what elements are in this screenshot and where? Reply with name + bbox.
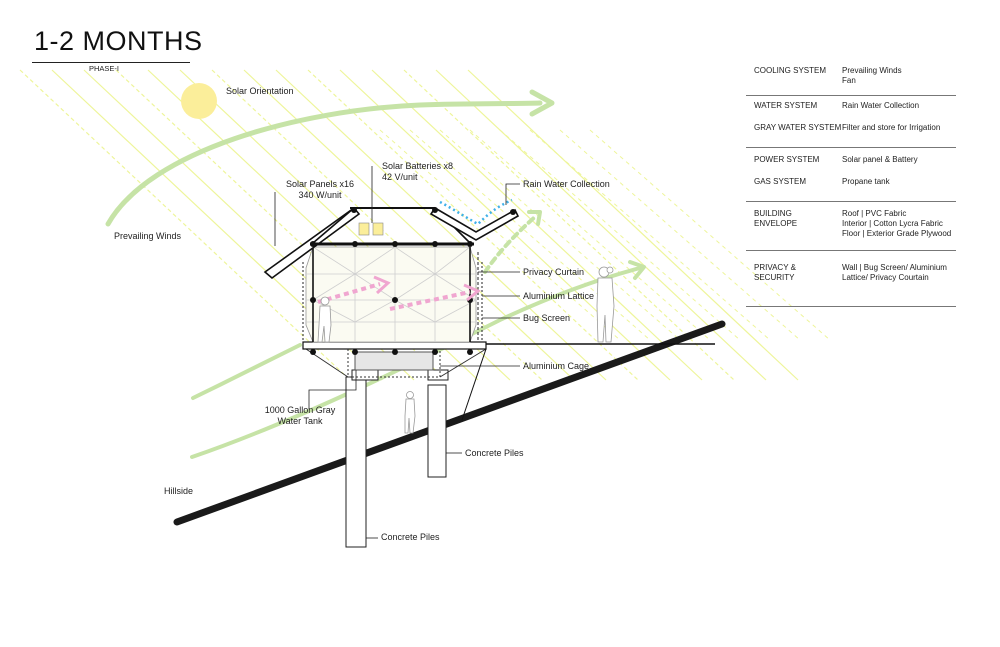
frame-joint (392, 241, 398, 247)
sun-ray (559, 129, 801, 341)
systems-value: Roof | PVC Fabric Interior | Cotton Lycr… (842, 209, 952, 238)
label-solar-panels: Solar Panels x16 340 W/unit (281, 179, 359, 201)
label-gray-water-tank-line1: 1000 Gallon Gray (264, 405, 336, 415)
frame-joint (392, 297, 398, 303)
label-rain-water-collection: Rain Water Collection (523, 179, 610, 189)
airflow-head-2 (463, 283, 481, 302)
sun-ray (439, 129, 681, 341)
label-aluminium-lattice: Aluminium Lattice (523, 291, 595, 301)
systems-key: BUILDING ENVELOPE (754, 209, 798, 228)
concrete-piles (345, 369, 449, 548)
systems-key: WATER SYSTEM (754, 101, 818, 110)
systems-key: GAS SYSTEM (754, 177, 807, 186)
title-underline (32, 62, 190, 63)
label-privacy-curtain: Privacy Curtain (523, 267, 585, 277)
page-title: 1-2 MONTHS (34, 26, 203, 56)
hillside-line (173, 320, 726, 526)
sun-ray (19, 69, 351, 381)
label-solar-batteries-count: Solar Batteries x8 (382, 161, 454, 171)
page-subtitle: PHASE-I (89, 64, 120, 73)
frame-joint (467, 349, 473, 355)
wind-arrow-dashed-head (527, 210, 542, 226)
systems-value: Rain Water Collection (842, 101, 920, 110)
sun-ray (339, 69, 671, 381)
label-bug-screen: Bug Screen (523, 313, 571, 323)
frame-joint (351, 207, 357, 213)
wind-arrow-bottom-head (628, 260, 646, 280)
systems-value: Propane tank (842, 177, 890, 186)
sun-ray (529, 129, 771, 341)
sun-ray (403, 69, 735, 381)
sun-ray (115, 69, 447, 381)
label-hillside: Hillside (164, 486, 194, 496)
sun-ray (275, 69, 607, 381)
solar-battery-1 (358, 222, 370, 236)
human-figures (317, 266, 615, 434)
wind-arrow-top-head (529, 89, 555, 117)
frame-joint (432, 241, 438, 247)
label-gray-water-tank: 1000 Gallon Gray Water Tank (258, 405, 342, 427)
systems-value: Filter and store for Irrigation (842, 123, 941, 132)
frame-joint (352, 241, 358, 247)
label-concrete-piles-right: Concrete Piles (465, 448, 524, 458)
frame-joint (392, 349, 398, 355)
systems-key: COOLING SYSTEM (754, 66, 827, 75)
sun-ray (307, 69, 639, 381)
structural-frame (312, 247, 471, 342)
person-inside (317, 296, 332, 343)
airflow-head-1 (373, 275, 391, 295)
systems-divider (746, 147, 956, 148)
label-aluminium-cage: Aluminium Cage (523, 361, 590, 371)
systems-value: Solar panel & Battery (842, 155, 918, 164)
label-gray-water-tank-line2: Water Tank (277, 416, 323, 426)
frame-joint (467, 241, 473, 247)
sun-ray (589, 129, 831, 341)
pile-cap-right (427, 369, 449, 381)
bug-screen (302, 262, 483, 342)
systems-value: Prevailing Winds Fan (842, 66, 902, 85)
frame-joint (510, 209, 516, 215)
systems-divider (746, 95, 956, 96)
aluminium-lattice (305, 246, 477, 343)
sun-icon (181, 83, 217, 119)
concrete-pile-right (427, 384, 447, 478)
label-solar-orientation: Solar Orientation (226, 86, 294, 96)
frame-joint (352, 349, 358, 355)
systems-key: POWER SYSTEM (754, 155, 820, 164)
wind-arrow-lower-left (191, 343, 302, 400)
label-solar-batteries-voltage: 42 V/unit (382, 172, 418, 182)
systems-key: GRAY WATER SYSTEM (754, 123, 842, 132)
wind-arrow-dashed-up (483, 214, 538, 274)
systems-divider (746, 201, 956, 202)
systems-value: Wall | Bug Screen/ Aluminium Lattice/ Pr… (842, 263, 947, 282)
label-solar-panels-power: 340 W/unit (298, 190, 342, 200)
person-deck (596, 266, 615, 343)
sun-ray (467, 69, 799, 381)
leader-lines (274, 166, 520, 539)
concrete-pile-left (345, 376, 367, 548)
sun-ray (499, 129, 741, 341)
sun-ray (469, 129, 711, 341)
sun-ray (379, 129, 621, 341)
frame-joints (310, 207, 516, 355)
wind-arrow-top (105, 100, 543, 227)
systems-key: PRIVACY & SECURITY (754, 263, 796, 282)
label-solar-panels-count: Solar Panels x16 (285, 179, 355, 189)
frame-joint (310, 349, 316, 355)
systems-divider (746, 306, 956, 307)
frame-joint (310, 297, 316, 303)
solar-battery-2 (372, 222, 384, 236)
label-concrete-piles-bottom: Concrete Piles (381, 532, 440, 542)
frame-joint (310, 241, 316, 247)
label-prevailing-winds: Prevailing Winds (114, 231, 182, 241)
frame-joint (432, 349, 438, 355)
person-under (404, 391, 416, 434)
label-solar-batteries: Solar Batteries x8 42 V/unit (382, 161, 453, 183)
systems-divider (746, 250, 956, 251)
frame-joint (432, 207, 438, 213)
